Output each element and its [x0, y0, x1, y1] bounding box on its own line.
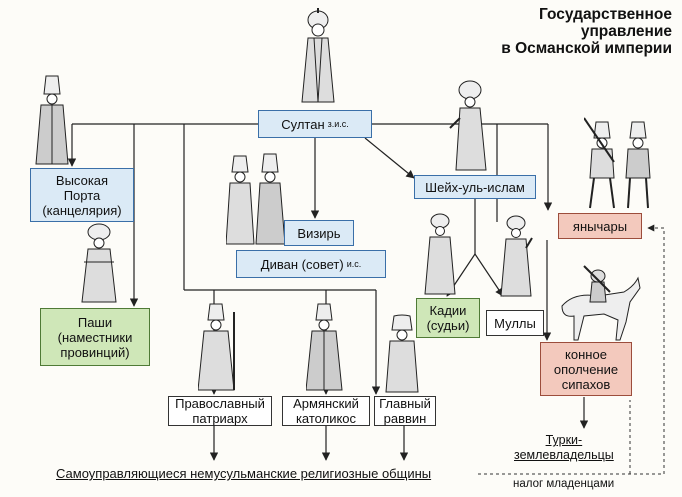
- kadi-line-2: (судьи): [426, 318, 470, 333]
- communities-label: Самоуправляющиеся немусульманские религи…: [56, 466, 432, 481]
- porta-line-3: (канцелярия): [42, 202, 122, 218]
- janissary-figures-icon: [584, 117, 651, 209]
- rabbi-line-1: Главный: [379, 396, 431, 411]
- vizier-label: Визирь: [297, 225, 341, 241]
- title-line-3: в Османской империи: [501, 40, 672, 57]
- porta-line-2: Порта: [63, 187, 101, 203]
- diagram-title: Государственное управление в Османской и…: [442, 6, 672, 57]
- pashas-box: Паши (наместники провинций): [40, 308, 150, 366]
- cavalry-line-2: ополчение: [553, 361, 619, 377]
- kadi-box: Кадии (судьи): [416, 298, 480, 338]
- porta-line-1: Высокая: [55, 172, 109, 188]
- rabbi-box: Главный раввин: [374, 396, 436, 426]
- mullah-figure-icon: [500, 215, 533, 297]
- rabbi-line-2: раввин: [383, 411, 427, 426]
- janissaries-box: янычары: [558, 213, 642, 239]
- grand-vizier-figure-icon: [35, 75, 69, 165]
- catholicos-figure-icon: [306, 303, 343, 391]
- vizier-figure-icon: [226, 153, 286, 245]
- title-line-1: Государственное: [538, 6, 672, 23]
- orthodox-line-2: патриарх: [192, 411, 248, 426]
- rabbi-figure-icon: [385, 314, 419, 393]
- mullahs-box: Муллы: [486, 310, 544, 336]
- pashas-line-2: (наместники: [57, 329, 133, 345]
- vizier-box: Визирь: [284, 220, 354, 246]
- landowners-line-1: Турки-: [545, 433, 583, 447]
- kadi-line-1: Кадии: [429, 303, 467, 318]
- sultan-box: Султан з.и.с.: [258, 110, 372, 138]
- armenian-box: Армянский католикос: [282, 396, 370, 426]
- cavalry-line-3: сипахов: [561, 376, 611, 392]
- title-line-2: управление: [580, 23, 672, 40]
- orthodox-box: Православный патриарх: [168, 396, 272, 426]
- sipahi-rider-figure-icon: [561, 265, 641, 341]
- pasha-figure-icon: [81, 223, 117, 303]
- landowners-line-2: землевладельцы: [514, 448, 614, 462]
- sheikh-label: Шейх-уль-ислам: [425, 179, 525, 195]
- porta-box: Высокая Порта (канцелярия): [30, 168, 134, 222]
- armenian-line-2: католикос: [295, 411, 357, 426]
- sultan-note: з.и.с.: [327, 118, 349, 129]
- sheikh-figure-icon: [449, 80, 487, 171]
- pashas-line-1: Паши: [77, 314, 113, 330]
- divan-note: и.с.: [346, 258, 362, 269]
- sheikh-box: Шейх-уль-ислам: [414, 175, 536, 199]
- pashas-line-3: провинций): [60, 344, 130, 360]
- mullahs-label: Муллы: [494, 315, 536, 331]
- janissaries-label: янычары: [572, 218, 628, 234]
- landowners-label: Турки- землевладельцы: [514, 433, 614, 463]
- orthodox-line-1: Православный: [175, 396, 265, 411]
- cavalry-line-1: конное: [565, 346, 607, 362]
- armenian-line-1: Армянский: [293, 396, 359, 411]
- sultan-figure-icon: [301, 8, 335, 103]
- patriarch-figure-icon: [198, 303, 235, 391]
- cavalry-box: конное ополчение сипахов: [540, 342, 632, 396]
- sultan-label: Султан: [281, 116, 325, 132]
- kadi-figure-icon: [424, 213, 456, 295]
- child-tax-label: налог младенцами: [513, 478, 615, 490]
- divan-box: Диван (совет) и.с.: [236, 250, 386, 278]
- divan-label: Диван (совет): [260, 256, 344, 272]
